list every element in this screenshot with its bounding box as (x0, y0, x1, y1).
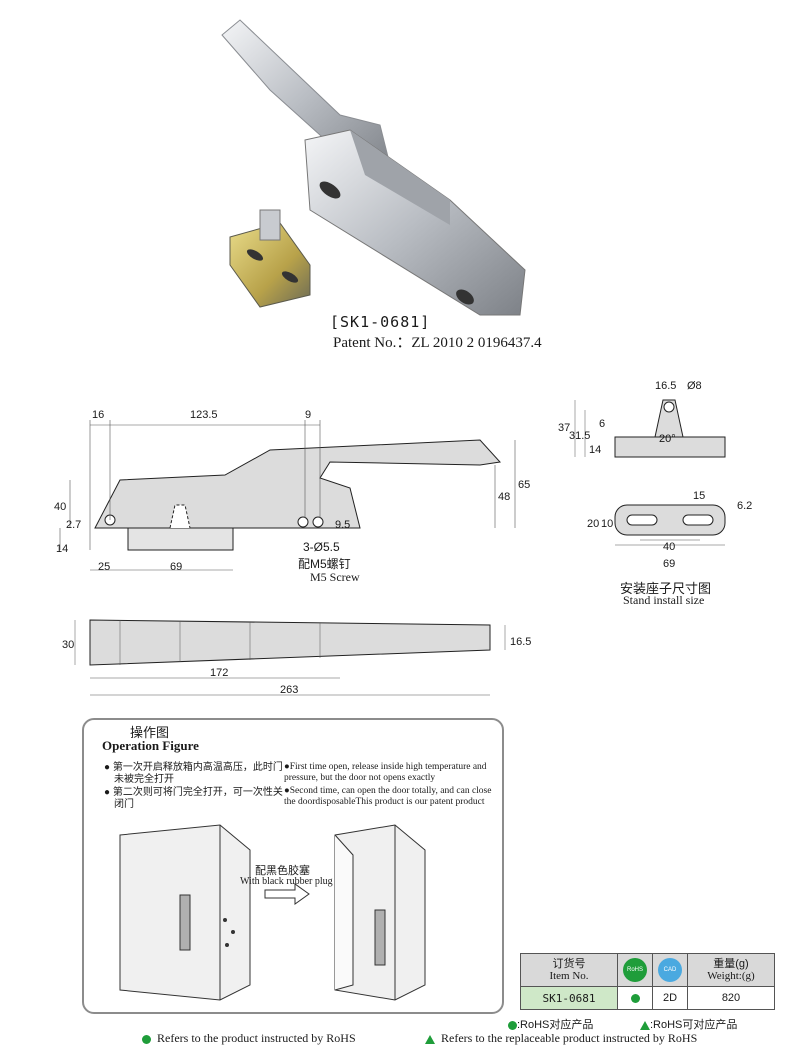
screw-cn: 配M5螺钉 (298, 557, 351, 571)
dim-stand-16-5: 16.5 (655, 380, 676, 392)
row-rohs (617, 986, 653, 1010)
plug-cn: 配黑色胶塞 (255, 865, 310, 877)
rohs-dot-icon (142, 1034, 151, 1044)
rohs-dot-icon (630, 993, 640, 1003)
dim-16-5: 16.5 (510, 636, 531, 648)
dim-stand-10: 10 (601, 518, 613, 530)
header-item-no: 订货号 Item No. (520, 953, 618, 987)
operation-figure-frame (82, 718, 504, 1014)
side-view-drawing: 16 123.5 9 40 2.7 14 48 65 9.5 25 69 (54, 409, 530, 573)
dim-16: 16 (92, 409, 104, 421)
rohs-triangle-icon (640, 1020, 650, 1030)
operation-title-en: Operation Figure (102, 738, 199, 753)
dim-2-7: 2.7 (66, 519, 81, 531)
dim-48: 48 (498, 491, 510, 503)
operation-title-cn: 操作图 (130, 725, 170, 740)
stand-drawing: 16.5 Ø8 37 31.5 6 14 20° 15 6.2 20 10 40… (558, 380, 752, 570)
dim-stand-40: 40 (663, 541, 675, 553)
dim-stand-14: 14 (589, 444, 601, 456)
patent-label: Patent No.：ZL 2010 2 0196437.4 (333, 335, 542, 351)
product-photo (221, 19, 526, 316)
top-view-drawing: 30 16.5 172 263 (62, 619, 531, 696)
dim-172: 172 (210, 667, 228, 679)
stand-title-en: Stand install size (623, 593, 705, 607)
operation-illustration (119, 824, 426, 1001)
header-rohs: RoHS (617, 953, 653, 987)
dim-263: 263 (280, 684, 298, 696)
dim-stand-diameter: Ø8 (687, 380, 702, 392)
dim-30: 30 (62, 639, 74, 651)
screw-en: M5 Screw (310, 570, 360, 584)
step1-en: ●First time open, release inside high te… (284, 762, 487, 783)
dim-stand-37: 37 (558, 422, 570, 434)
dim-stand-6-2: 6.2 (737, 500, 752, 512)
dim-9-5: 9.5 (335, 519, 350, 531)
stand-title-cn: 安装座子尺寸图 (620, 581, 712, 596)
rohs-triangle-icon (425, 1034, 435, 1044)
row-item-no: SK1-0681 (520, 986, 618, 1010)
header-cad: CAD (652, 953, 688, 987)
row-weight: 820 (687, 986, 775, 1010)
legend-rohs-opt-cn: :RoHS可对应产品 (640, 1016, 737, 1032)
legend-rohs-opt-en: Refers to the replaceable product instru… (425, 1031, 697, 1046)
header-weight: 重量(g) Weight:(g) (687, 953, 775, 987)
rohs-dot-icon (508, 1020, 517, 1030)
step1-cn: ● 第一次开启释放箱内高温高压，此时门未被完全打开 (104, 762, 283, 785)
dim-123-5: 123.5 (190, 409, 218, 421)
step2-en: ●Second time, can open the door totally,… (284, 786, 492, 807)
dim-stand-31-5: 31.5 (569, 430, 590, 442)
step2-cn: ● 第二次则可将门完全打开，可一次性关闭门 (104, 787, 283, 810)
legend-rohs-cn: :RoHS对应产品 (508, 1016, 593, 1032)
dim-stand-angle: 20° (659, 433, 676, 445)
dim-stand-15: 15 (693, 490, 705, 502)
row-cad: 2D (652, 986, 688, 1010)
dim-65: 65 (518, 479, 530, 491)
dim-9: 9 (305, 409, 311, 421)
rohs-badge-icon: RoHS (623, 958, 647, 982)
cad-badge-icon: CAD (658, 958, 682, 982)
dim-stand-69: 69 (663, 558, 675, 570)
plug-en: With black rubber plug (240, 876, 333, 887)
dim-stand-20: 20 (587, 518, 599, 530)
hole-callout: 3-Ø5.5 (303, 540, 340, 554)
dim-40: 40 (54, 501, 66, 513)
dim-25: 25 (98, 561, 110, 573)
dim-14: 14 (56, 543, 68, 555)
model-label: [SK1-0681] (330, 313, 431, 331)
dim-69: 69 (170, 561, 182, 573)
dim-stand-6: 6 (599, 418, 605, 430)
order-table: 订货号 Item No. RoHS CAD 重量(g) Weight:(g) S… (520, 953, 775, 1010)
legend-rohs-en: Refers to the product instructed by RoHS (142, 1031, 356, 1046)
